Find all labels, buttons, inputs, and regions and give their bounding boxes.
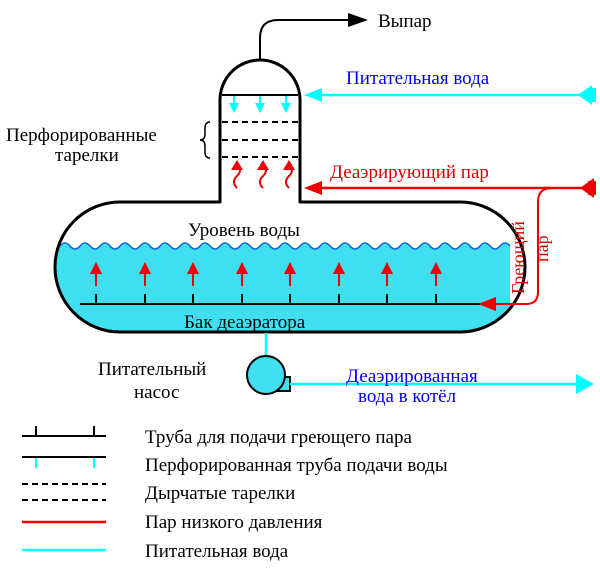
label-vapor: Выпар xyxy=(378,11,432,32)
feed-pump xyxy=(246,355,291,395)
label-trays-line1: Перфорированные xyxy=(6,125,157,146)
heating-steam-pipe xyxy=(478,187,553,311)
label-water-level: Уровень воды xyxy=(188,220,300,241)
trays-brace xyxy=(199,121,211,159)
tank-water xyxy=(55,242,511,332)
feed-water-inlet xyxy=(304,85,596,105)
label-outlet-line1: Деаэрированная xyxy=(346,366,478,387)
perforated-trays xyxy=(222,121,298,158)
outlet-to-boiler xyxy=(290,374,594,394)
label-heating-steam-1: Греющий xyxy=(508,221,528,294)
heating-distribution-pipe xyxy=(80,294,480,305)
legend-label-low-pressure-steam: Пар низкого давления xyxy=(145,512,323,533)
label-heating-steam-2: пар xyxy=(532,235,552,262)
label-feed-water: Питательная вода xyxy=(346,68,490,89)
legend-heating-pipe-symbol xyxy=(22,426,106,437)
label-trays-line2: тарелки xyxy=(55,145,119,166)
tank-steam-arrows xyxy=(90,262,442,286)
label-tank: Бак деаэратора xyxy=(184,312,306,333)
label-outlet-line2: вода в котёл xyxy=(358,386,457,407)
column-steam-arrowheads xyxy=(231,160,295,170)
legend-label-trays: Дырчатые тарелки xyxy=(145,483,295,504)
legend-label-heating-pipe: Труба для подачи греющего пара xyxy=(145,427,412,448)
vessel-outline xyxy=(53,58,527,334)
label-deaerating-steam: Деаэрирующий пар xyxy=(330,162,489,183)
legend-label-perforated-pipe: Перфорированная труба подачи воды xyxy=(145,455,448,476)
vapor-outlet xyxy=(259,13,368,60)
legend-perforated-pipe-symbol xyxy=(22,456,106,468)
legend-trays-symbol xyxy=(22,483,106,501)
label-pump-line2: насос xyxy=(134,382,179,403)
legend: Труба для подачи греющего пара Перфориро… xyxy=(22,426,448,562)
perforated-feed-pipe xyxy=(222,94,298,113)
legend-label-feed-water: Питательная вода xyxy=(145,541,289,562)
label-pump-line1: Питательный xyxy=(98,359,206,380)
